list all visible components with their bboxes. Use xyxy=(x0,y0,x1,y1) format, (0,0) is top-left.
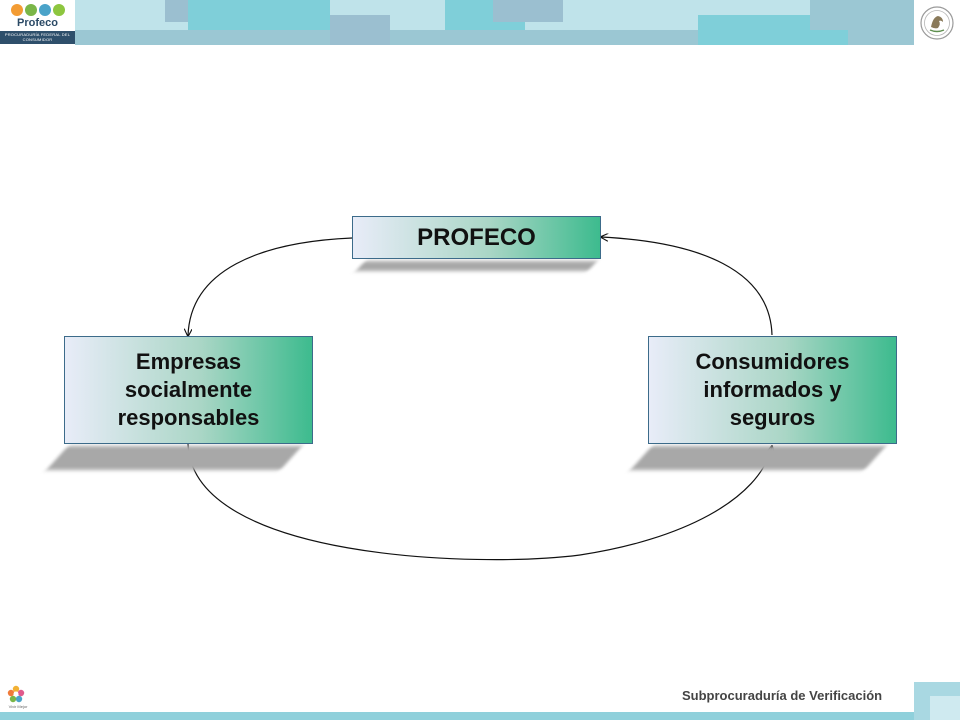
footer-department: Subprocuraduría de Verificación xyxy=(682,688,883,703)
node-empresas: Empresas socialmente responsables xyxy=(64,336,313,444)
node-consumidores-label: Consumidores informados y seguros xyxy=(695,349,850,430)
profeco-logo: Profeco PROCURADURÍA FEDERAL DEL CONSUMI… xyxy=(0,0,75,45)
logo-circles-icon xyxy=(10,3,65,17)
footer-corner-blocks xyxy=(914,682,960,720)
national-seal xyxy=(914,0,960,45)
header-block xyxy=(493,0,563,22)
logo-wordmark: Profeco xyxy=(17,17,58,29)
node-shadow xyxy=(46,446,302,470)
node-profeco: PROFECO xyxy=(352,216,601,259)
footer-band xyxy=(0,712,960,720)
node-empresas-label: Empresas socialmente responsables xyxy=(117,349,260,430)
vivir-mejor-text: Vivir Mejor xyxy=(8,704,28,709)
arrow-empresas-to-consumidores xyxy=(187,443,772,561)
logo-subtitle: PROCURADURÍA FEDERAL DEL CONSUMIDOR xyxy=(0,31,75,44)
node-consumidores: Consumidores informados y seguros xyxy=(648,336,897,444)
arrow-consumidores-to-profeco xyxy=(601,237,773,336)
node-shadow xyxy=(355,261,597,271)
header-block xyxy=(810,0,915,30)
vivir-mejor-flower-icon xyxy=(7,685,25,703)
header-band: Profeco PROCURADURÍA FEDERAL DEL CONSUMI… xyxy=(0,0,960,45)
eagle-seal-icon xyxy=(920,5,954,40)
header-block xyxy=(330,15,390,45)
vivir-mejor-logo: Vivir Mejor xyxy=(4,684,28,710)
node-shadow xyxy=(630,446,886,470)
node-profeco-label: PROFECO xyxy=(417,223,536,251)
arrow-profeco-to-empresas xyxy=(188,237,353,336)
header-block xyxy=(188,0,330,30)
